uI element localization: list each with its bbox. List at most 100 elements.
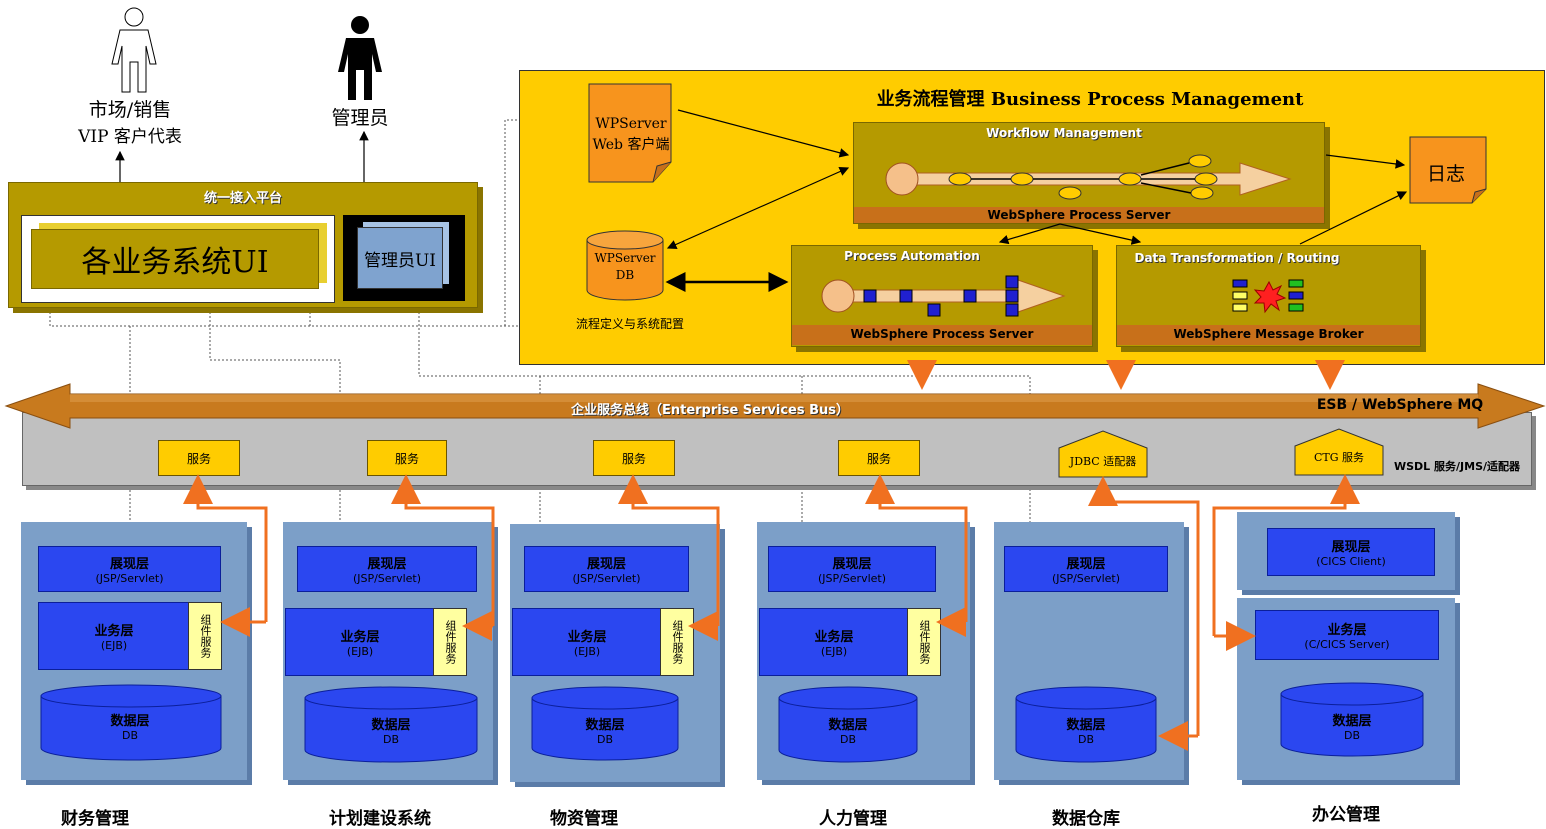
workflow-flow-icon: [885, 154, 1292, 200]
service-label: 服务: [394, 451, 419, 466]
workflow-footer: WebSphere Process Server: [987, 208, 1171, 222]
data-layer-title: 数据层: [1066, 717, 1106, 733]
database-icon: [531, 686, 679, 761]
layer-title: 展现层: [586, 557, 626, 572]
esb-product: ESB / WebSphere MQ: [1316, 397, 1484, 413]
wpserver-db[interactable]: WPServer DB: [585, 230, 667, 302]
presentation-layer[interactable]: 展现层 (JSP/Servlet): [297, 546, 477, 592]
data-layer-sub: DB: [839, 732, 857, 746]
system-office-server: 业务层 (C/CICS Server) 数据层 DB: [1237, 598, 1455, 780]
layer-title: 展现层: [832, 557, 872, 572]
presentation-layer[interactable]: 展现层 (JSP/Servlet): [1004, 546, 1168, 592]
layer-title: 业务层: [814, 630, 854, 645]
database-icon: [40, 684, 222, 761]
service-label: 服务: [186, 451, 211, 466]
business-layer[interactable]: 业务层 (EJB): [759, 608, 909, 676]
business-ui-button[interactable]: 各业务系统UI: [31, 229, 319, 289]
business-ui-label: 各业务系统UI: [81, 245, 269, 280]
presentation-layer[interactable]: 展现层 (JSP/Servlet): [524, 546, 689, 592]
presentation-layer[interactable]: 展现层 (CICS Client): [1267, 528, 1435, 576]
component-service[interactable]: 组件服务: [433, 608, 467, 676]
market-label-2: VIP 客户代表: [78, 126, 182, 147]
log-label: 日志: [1426, 162, 1465, 185]
ctg-service[interactable]: CTG 服务: [1294, 428, 1384, 476]
data-transformation-box[interactable]: Data Transformation / Routing WebSphere …: [1116, 245, 1421, 347]
business-layer[interactable]: 业务层 (C/CICS Server): [1255, 610, 1439, 660]
adapter-house-icon: [1294, 428, 1384, 476]
esb-arrow: [4, 383, 1546, 429]
system-name-planning: 计划建设系统: [329, 808, 431, 829]
system-hr: 展现层 (JSP/Servlet) 业务层 (EJB) 组件服务 数据层 DB: [757, 522, 970, 780]
wpserver-client-doc[interactable]: WPServer Web 客户端: [587, 82, 677, 184]
database-icon: [1280, 682, 1424, 757]
system-name-finance: 财务管理: [61, 808, 129, 829]
data-layer-title: 数据层: [585, 717, 625, 733]
person-admin-icon: [338, 16, 382, 100]
presentation-layer[interactable]: 展现层 (JSP/Servlet): [38, 546, 221, 592]
database-icon: [586, 230, 664, 301]
service-label: 服务: [621, 451, 646, 466]
layer-title: 业务层: [1327, 623, 1367, 638]
broker-icon: [1232, 279, 1304, 314]
market-label-1: 市场/销售: [88, 98, 172, 121]
system-planning: 展现层 (JSP/Servlet) 业务层 (EJB) 组件服务 数据层 DB: [283, 522, 493, 780]
jdbc-adapter-label: JDBC 适配器: [1069, 455, 1137, 468]
adapters-note: WSDL 服务/JMS/适配器: [1393, 460, 1521, 473]
database-icon: [778, 686, 918, 763]
log-doc[interactable]: 日志: [1408, 135, 1488, 205]
admin-ui-button[interactable]: 管理员UI: [357, 227, 443, 289]
process-automation-box[interactable]: Process Automation WebSphere Process Ser…: [791, 245, 1093, 347]
layer-title: 业务层: [94, 624, 134, 639]
esb-title: 企业服务总线（Enterprise Services Bus）: [570, 402, 850, 418]
bpm-title: 业务流程管理 Business Process Management: [876, 89, 1304, 110]
data-layer-sub: DB: [596, 732, 614, 746]
wpserver-client-line2: Web 客户端: [592, 137, 670, 153]
service-box-4[interactable]: 服务: [838, 440, 920, 476]
data-layer-title: 数据层: [371, 717, 411, 733]
layer-title: 业务层: [340, 630, 380, 645]
adapter-house-icon: [1058, 430, 1148, 478]
database-icon: [304, 686, 478, 763]
workflow-title: Workflow Management: [986, 126, 1142, 140]
system-name-warehouse: 数据仓库: [1052, 808, 1120, 829]
layer-title: 展现层: [109, 557, 149, 572]
system-office-client: 展现层 (CICS Client): [1237, 512, 1455, 590]
layer-title: 业务层: [567, 630, 607, 645]
layer-sub: (JSP/Servlet): [817, 572, 887, 585]
data-layer-title: 数据层: [1332, 713, 1372, 729]
service-label: 服务: [866, 451, 891, 466]
data-layer-sub: DB: [1343, 728, 1361, 742]
document-icon: [588, 83, 672, 183]
jdbc-adapter[interactable]: JDBC 适配器: [1058, 430, 1148, 478]
automation-footer: WebSphere Process Server: [850, 327, 1034, 341]
database-icon: [1015, 686, 1157, 763]
automation-title: Process Automation: [844, 249, 980, 263]
service-box-1[interactable]: 服务: [158, 440, 240, 476]
business-layer[interactable]: 业务层 (EJB): [512, 608, 662, 676]
layer-title: 展现层: [1331, 540, 1371, 555]
component-service[interactable]: 组件服务: [907, 608, 941, 676]
system-name-materials: 物资管理: [550, 808, 618, 829]
layer-sub: (JSP/Servlet): [1051, 572, 1121, 585]
layer-title: 展现层: [367, 557, 407, 572]
layer-sub: (JSP/Servlet): [95, 572, 164, 585]
log-document-icon: [1409, 136, 1487, 204]
component-service[interactable]: 组件服务: [188, 602, 222, 670]
service-box-2[interactable]: 服务: [367, 440, 447, 476]
layer-sub: (JSP/Servlet): [352, 572, 422, 585]
workflow-box[interactable]: Workflow Management WebSphere Process Se…: [853, 122, 1325, 224]
data-layer-sub: DB: [1077, 732, 1095, 746]
system-finance: 展现层 (JSP/Servlet) 业务层 (EJB) 组件服务 数据层 DB: [21, 522, 247, 780]
presentation-layer[interactable]: 展现层 (JSP/Servlet): [768, 546, 936, 592]
access-platform-title: 统一接入平台: [203, 190, 282, 206]
wpserver-client-line1: WPServer: [595, 116, 667, 132]
data-layer-sub: DB: [121, 728, 139, 742]
access-platform: 统一接入平台 各业务系统UI 管理员UI: [8, 182, 478, 308]
data-layer-sub: DB: [382, 732, 400, 746]
layer-sub: (CICS Client): [1316, 555, 1386, 568]
system-warehouse: 展现层 (JSP/Servlet) 数据层 DB: [994, 522, 1184, 780]
db-note: 流程定义与系统配置: [575, 316, 684, 331]
wpserver-db-line2: DB: [615, 268, 635, 282]
